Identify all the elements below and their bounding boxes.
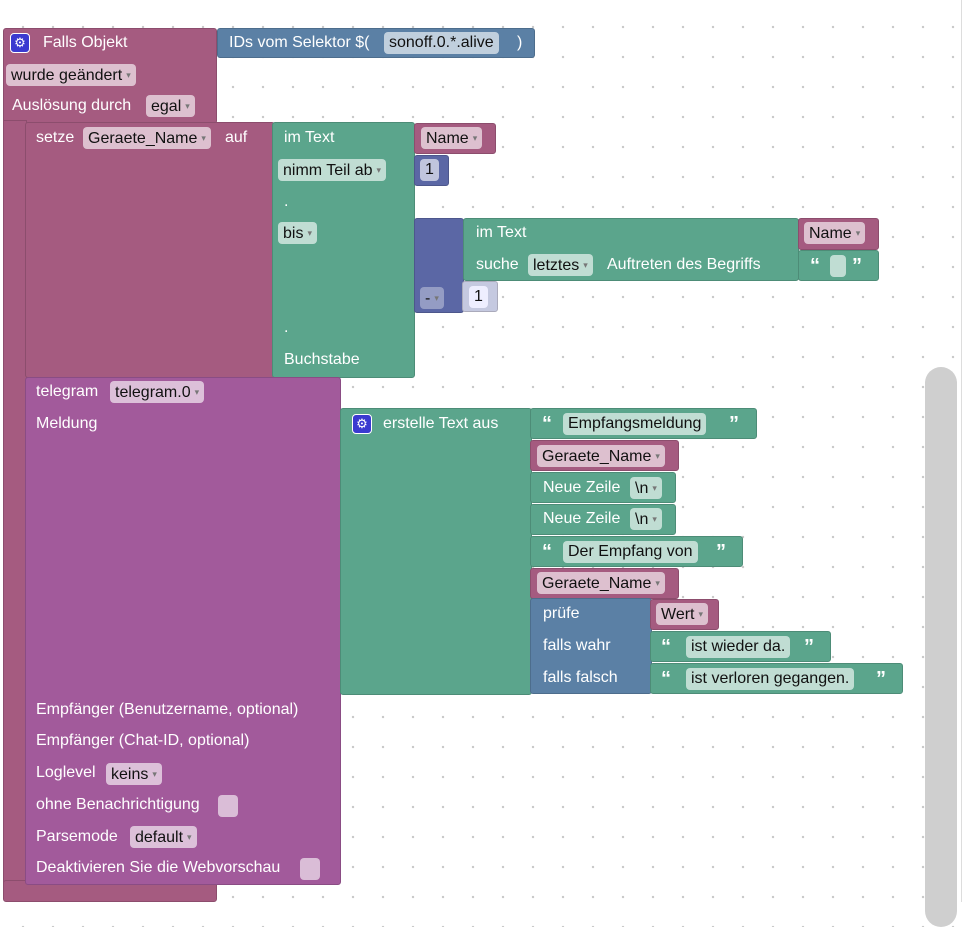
join-label: erstelle Text aus: [383, 415, 499, 432]
parsemode-dropdown[interactable]: default: [130, 826, 197, 848]
parsemode-label: Parsemode: [36, 828, 118, 845]
trigger-by-label: Auslösung durch: [12, 97, 132, 114]
newline-label: Neue Zeile: [543, 479, 621, 496]
quote-open-icon: “: [810, 255, 820, 277]
gear-icon[interactable]: ⚙: [352, 414, 372, 434]
quote-open-icon: “: [661, 668, 671, 690]
in-text-label: im Text: [284, 129, 335, 146]
text-input[interactable]: ist wieder da.: [686, 636, 791, 658]
selector-close: ): [517, 34, 523, 51]
silent-checkbox[interactable]: [218, 795, 238, 817]
to-dropdown[interactable]: bis: [278, 222, 317, 244]
number-input[interactable]: 1: [469, 286, 488, 308]
newline-dropdown[interactable]: \n: [630, 508, 662, 530]
trigger-by-dropdown[interactable]: egal: [146, 95, 195, 117]
quote-close-icon: ”: [729, 413, 739, 435]
text-join-block[interactable]: [340, 408, 532, 695]
quote-open-icon: “: [542, 413, 552, 435]
trigger-title: Falls Objekt: [43, 34, 128, 51]
dot-label: .: [284, 319, 289, 336]
event-dropdown[interactable]: wurde geändert: [6, 64, 136, 86]
selector-input[interactable]: sonoff.0.*.alive: [384, 32, 499, 54]
set-variable-dropdown[interactable]: Geraete_Name: [83, 127, 211, 149]
quote-open-icon: “: [542, 541, 552, 563]
telegram-block[interactable]: [25, 377, 341, 885]
text-input[interactable]: Empfangsmeldung: [563, 413, 707, 435]
recipient-user-label: Empfänger (Benutzername, optional): [36, 701, 299, 718]
loglevel-label: Loglevel: [36, 764, 96, 781]
if-true-label: falls wahr: [543, 637, 611, 654]
letter-label: Buchstabe: [284, 351, 360, 368]
ternary-block[interactable]: [530, 598, 652, 694]
newline-label: Neue Zeile: [543, 510, 621, 527]
in-text-label: im Text: [476, 224, 527, 241]
telegram-label: telegram: [36, 383, 99, 400]
variable-dropdown[interactable]: Name: [804, 222, 866, 244]
set-variable-block[interactable]: [25, 122, 275, 378]
text-input[interactable]: [830, 255, 846, 277]
gear-icon[interactable]: ⚙: [10, 33, 30, 53]
silent-label: ohne Benachrichtigung: [36, 796, 200, 813]
disable-preview-label: Deaktivieren Sie die Webvorschau: [36, 859, 281, 876]
instance-dropdown[interactable]: telegram.0: [110, 381, 205, 403]
newline-dropdown[interactable]: \n: [630, 477, 662, 499]
loglevel-dropdown[interactable]: keins: [106, 763, 162, 785]
set-label: setze: [36, 129, 75, 146]
set-on-label: auf: [225, 129, 248, 146]
occurrence-label: Auftreten des Begriffs: [607, 256, 761, 273]
workspace-edge: [961, 0, 968, 902]
message-label: Meldung: [36, 415, 98, 432]
recipient-chat-label: Empfänger (Chat-ID, optional): [36, 732, 250, 749]
selector-label: IDs vom Selektor $(: [229, 34, 370, 51]
check-label: prüfe: [543, 605, 580, 622]
variable-dropdown[interactable]: Wert: [656, 603, 709, 625]
which-dropdown[interactable]: letztes: [528, 254, 593, 276]
text-input[interactable]: Der Empfang von: [563, 541, 698, 563]
text-input[interactable]: ist verloren gegangen.: [686, 668, 855, 690]
variable-dropdown[interactable]: Name: [421, 127, 483, 149]
trigger-spine: [3, 120, 27, 885]
take-from-dropdown[interactable]: nimm Teil ab: [278, 159, 387, 181]
quote-close-icon: ”: [852, 255, 862, 277]
search-label: suche: [476, 256, 519, 273]
if-false-label: falls falsch: [543, 669, 618, 686]
disable-preview-checkbox[interactable]: [300, 858, 320, 880]
operator-dropdown[interactable]: -: [420, 287, 444, 309]
quote-close-icon: ”: [804, 636, 814, 658]
dot-label: .: [284, 193, 289, 210]
number-input[interactable]: 1: [420, 159, 439, 181]
variable-dropdown[interactable]: Geraete_Name: [537, 445, 665, 467]
quote-close-icon: ”: [716, 541, 726, 563]
quote-open-icon: “: [661, 636, 671, 658]
variable-dropdown[interactable]: Geraete_Name: [537, 572, 665, 594]
index-of-block[interactable]: [463, 218, 799, 281]
vertical-scrollbar[interactable]: [925, 367, 957, 927]
quote-close-icon: ”: [876, 668, 886, 690]
